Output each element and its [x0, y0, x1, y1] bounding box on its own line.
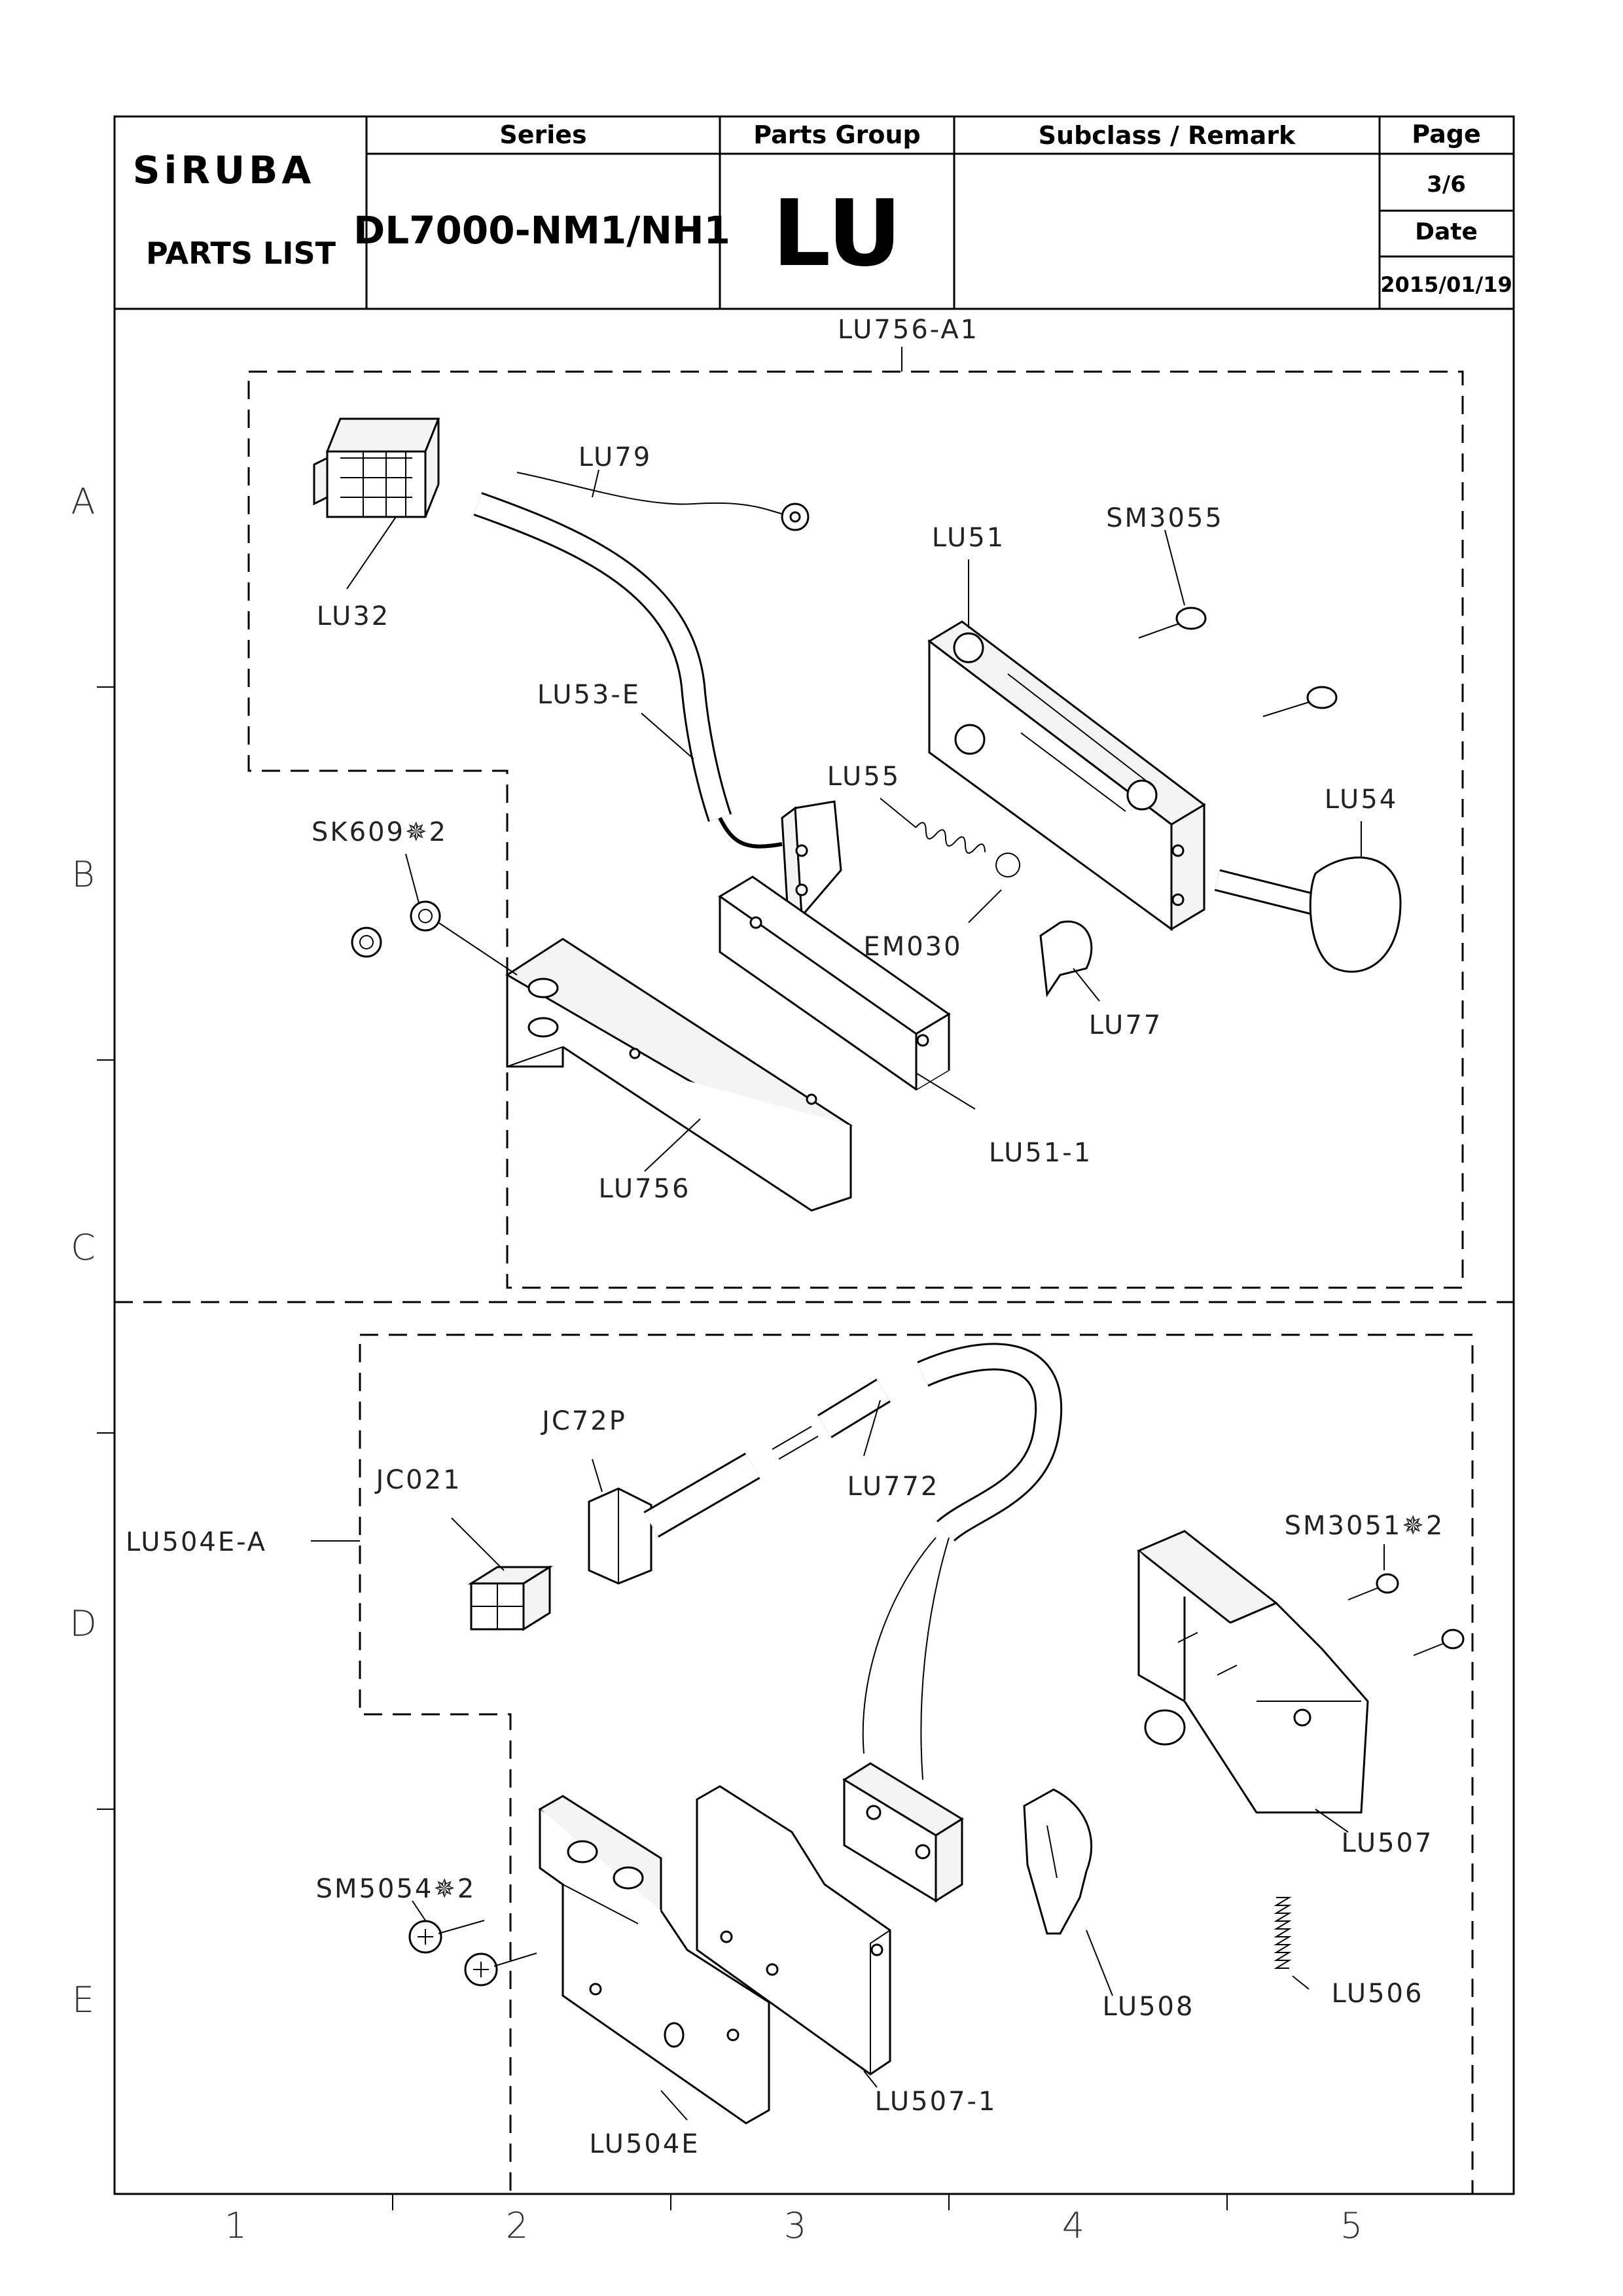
callout-sm3051: SM3051✵2: [1285, 1511, 1445, 1541]
callout-lu756: LU756: [599, 1174, 691, 1204]
callout-lu506: LU506: [1332, 1979, 1424, 2009]
clip-lu77: [1039, 921, 1093, 998]
callout-lu508: LU508: [1103, 1992, 1195, 2022]
callout-lu54: LU54: [1325, 785, 1398, 815]
screws-sm3051: [1347, 1573, 1465, 1656]
callout-lu51-1: LU51-1: [989, 1138, 1092, 1168]
series-value: DL7000-NM1/NH1: [353, 208, 730, 253]
screws-sm3055: [1138, 607, 1338, 717]
callout-sm5054: SM5054✵2: [316, 1874, 476, 1904]
row-label-d: D: [69, 1603, 97, 1644]
bracket-lu756: [505, 938, 853, 1212]
ring-em030: [995, 853, 1021, 877]
callout-lu53-e: LU53-E: [537, 680, 641, 710]
doc-type-label: PARTS LIST: [146, 236, 336, 271]
parts-group-value: LU: [772, 181, 902, 287]
row-label-a: A: [71, 481, 96, 522]
callout-jc021: JC021: [374, 1465, 461, 1495]
switch-lu53-e: [473, 492, 842, 928]
callout-lu51: LU51: [932, 523, 1005, 553]
connector-jc021: [467, 1565, 554, 1631]
bracket-lu504e: [538, 1795, 770, 2125]
callout-jc72p: JC72P: [540, 1406, 627, 1436]
spring-lu55: [916, 822, 986, 854]
callout-em030: EM030: [863, 932, 962, 962]
col-label-4: 4: [1062, 2205, 1084, 2246]
callout-lu77: LU77: [1089, 1010, 1162, 1040]
plate-lu51-1: [718, 875, 951, 1091]
col-label-2: 2: [506, 2205, 528, 2246]
subclass-label: Subclass / Remark: [1039, 121, 1296, 150]
callout-lu79: LU79: [579, 442, 652, 472]
row-label-c: C: [71, 1227, 96, 1268]
callout-lu32: LU32: [317, 601, 390, 631]
col-label-3: 3: [784, 2205, 806, 2246]
lower-assembly-boundary: [359, 1333, 1474, 2195]
assembly-label-lu756-a1: LU756-A1: [838, 315, 979, 345]
col-label-1: 1: [224, 2205, 247, 2246]
brand-logo: SiRUBA: [133, 148, 315, 192]
lower-assembly: LU504E-A JC021 JC72P: [126, 1333, 1474, 2195]
row-label-e: E: [72, 1979, 94, 2021]
header-table: SiRUBA PARTS LIST Series DL7000-NM1/NH1 …: [113, 115, 1515, 2195]
grid-markers: A B C D E 1 2 3 4 5: [69, 481, 1363, 2246]
date-label: Date: [1415, 219, 1478, 245]
holder-lu507: [1137, 1530, 1369, 1814]
screws-sk609: [351, 900, 441, 958]
col-label-5: 5: [1340, 2205, 1363, 2246]
upper-assembly: LU756-A1 LU32 LU79: [247, 315, 1464, 1289]
plate-lu507-1: [696, 1785, 891, 2075]
assembly-label-lu504e-a: LU504E-A: [126, 1527, 267, 1557]
upper-assembly-boundary: [247, 370, 1464, 1289]
callout-lu507: LU507: [1342, 1828, 1434, 1858]
callout-sk609: SK609✵2: [312, 817, 448, 847]
knob-lu54: [1214, 857, 1402, 973]
parts-group-label: Parts Group: [753, 120, 921, 149]
wire-lu79: [516, 472, 810, 531]
callout-lu507-1: LU507-1: [875, 2087, 997, 2117]
date-value: 2015/01/19: [1380, 272, 1512, 297]
cable-lu772: [772, 1343, 1063, 1780]
series-label: Series: [499, 120, 586, 149]
spring-lu506: [1274, 1897, 1292, 1969]
plug-jc72p: [588, 1453, 760, 1585]
page-value: 3/6: [1427, 171, 1466, 198]
callout-lu504e: LU504E: [589, 2129, 700, 2159]
lever-lu508: [1023, 1788, 1093, 1935]
page-label: Page: [1412, 120, 1480, 149]
connector-lu32: [313, 417, 440, 518]
callout-lu772: LU772: [847, 1472, 940, 1502]
callout-sm3055: SM3055: [1106, 503, 1224, 533]
callout-lu55: LU55: [827, 762, 901, 792]
switch-lower: [842, 1762, 964, 1903]
row-label-b: B: [71, 854, 94, 895]
screws-sm5054: [408, 1920, 537, 1987]
holder-lu51: [927, 620, 1206, 931]
